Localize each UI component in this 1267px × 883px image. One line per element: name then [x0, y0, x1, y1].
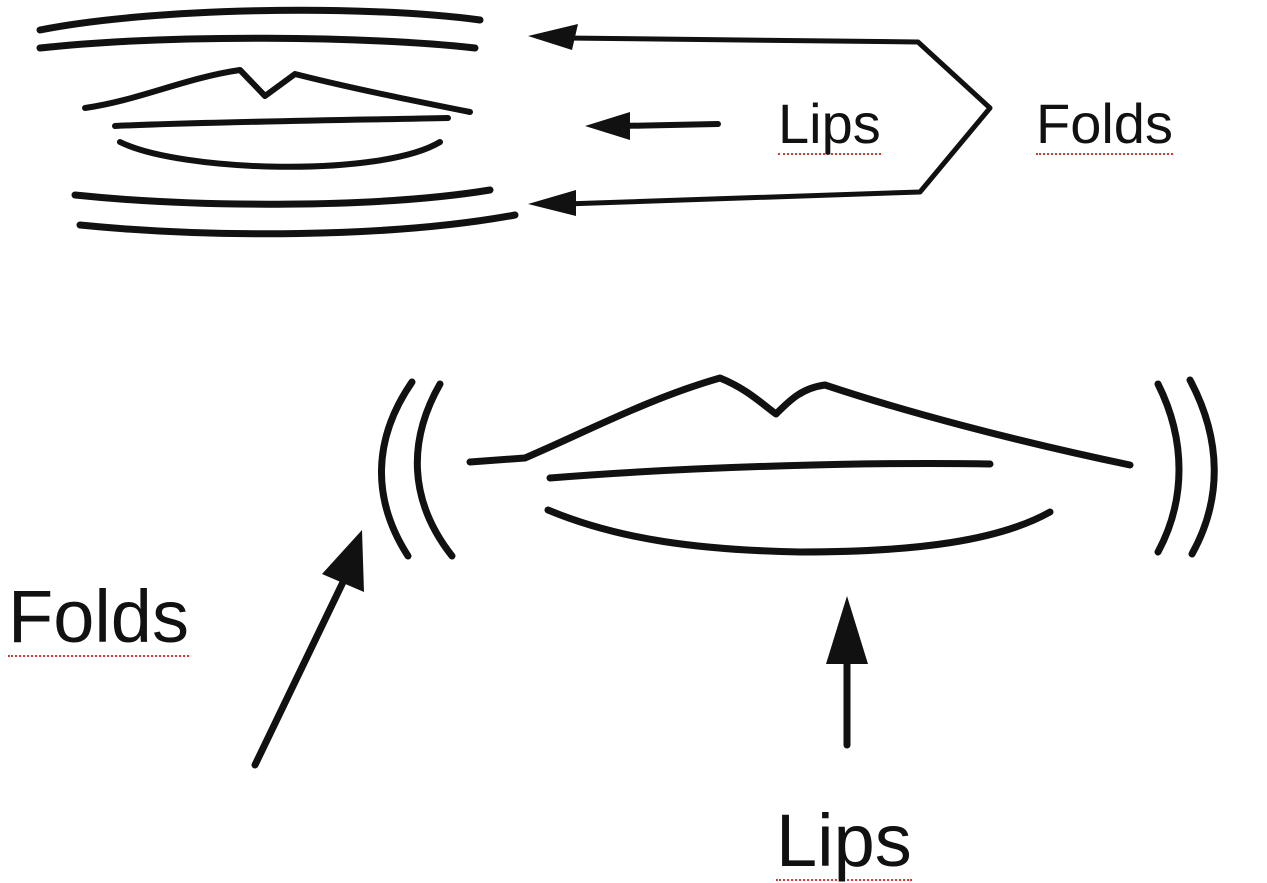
bottom-lips-label-text: Lips: [776, 804, 912, 881]
top-upper-fold-line-2: [40, 38, 475, 48]
bottom-lips-label: Lips: [776, 804, 912, 881]
bottom-lip-line: [550, 464, 990, 478]
top-lips-arrow-shaft: [620, 124, 718, 126]
bottom-right-fold-inner: [1158, 384, 1179, 552]
bottom-left-fold-outer: [381, 382, 412, 556]
bottom-folds-label: Folds: [8, 580, 189, 657]
top-lips-arrowhead: [585, 112, 630, 140]
top-upper-lip: [85, 70, 470, 112]
bottom-lower-lip: [548, 510, 1050, 552]
bottom-folds-arrow-shaft: [255, 580, 344, 765]
top-lower-lip: [120, 142, 440, 167]
bottom-upper-lip: [470, 378, 1130, 465]
bottom-right-fold-outer: [1190, 380, 1214, 554]
top-folds-arrowhead-lower: [528, 190, 576, 216]
top-lower-fold-line-2: [80, 215, 515, 234]
top-lips-label: Lips: [778, 96, 881, 155]
top-upper-fold-line-1: [40, 10, 480, 30]
bottom-lips-arrowhead: [826, 596, 868, 664]
bottom-folds-label-text: Folds: [8, 580, 189, 657]
bottom-folds-arrowhead: [322, 530, 364, 592]
top-lips-label-text: Lips: [778, 96, 881, 155]
top-folds-label-text: Folds: [1036, 96, 1173, 155]
bottom-left-fold-inner: [417, 384, 452, 556]
bottom-figure: [255, 378, 1214, 765]
top-folds-label: Folds: [1036, 96, 1173, 155]
top-lip-line: [115, 118, 448, 126]
top-folds-arrowhead-upper: [528, 24, 578, 50]
top-lower-fold-line-1: [75, 190, 490, 204]
